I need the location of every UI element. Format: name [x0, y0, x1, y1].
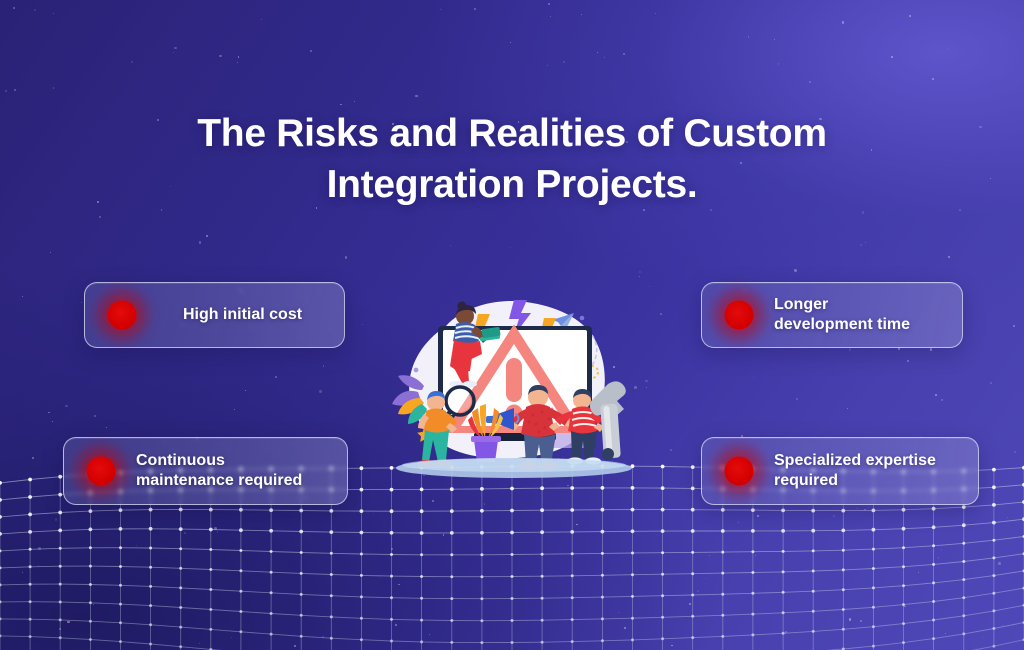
person-with-megaphone	[486, 385, 577, 470]
warning-team-illustration	[392, 300, 632, 478]
potted-plant	[468, 404, 503, 462]
risk-card-label: High initial cost	[182, 306, 303, 323]
risk-card-label: Continuous maintenance required	[136, 452, 303, 489]
page-title-line-2: Integration Projects.	[326, 163, 698, 206]
ground-highlight	[402, 458, 626, 472]
risk-bullet-dot-icon	[91, 285, 153, 345]
risk-bullet-core	[724, 300, 754, 330]
risk-card-high-initial-cost[interactable]: High initial cost	[84, 282, 345, 348]
decorative-leaves	[392, 375, 427, 424]
risk-card-label: Specialized expertise required	[774, 452, 936, 489]
page-title-line-1: The Risks and Realities of Custom	[197, 112, 827, 155]
risk-bullet-core	[724, 456, 754, 486]
risk-card-longer-development-time[interactable]: Longer development time	[701, 282, 963, 348]
risk-card-continuous-maintenance-required[interactable]: Continuous maintenance required	[63, 437, 348, 505]
risk-bullet-dot-icon	[708, 285, 770, 345]
person-with-laptop	[449, 301, 501, 388]
risk-bullet-dot-icon	[70, 441, 132, 501]
risk-card-specialized-expertise-required[interactable]: Specialized expertise required	[701, 437, 979, 505]
risk-bullet-core	[86, 456, 116, 486]
risk-bullet-dot-icon	[708, 441, 770, 501]
risk-card-label: Longer development time	[774, 296, 911, 333]
page-title: The Risks and Realities of Custom Integr…	[0, 108, 1024, 210]
paper-plane-icon	[552, 313, 598, 375]
wrench-icon	[589, 381, 626, 460]
risk-bullet-core	[107, 300, 137, 330]
